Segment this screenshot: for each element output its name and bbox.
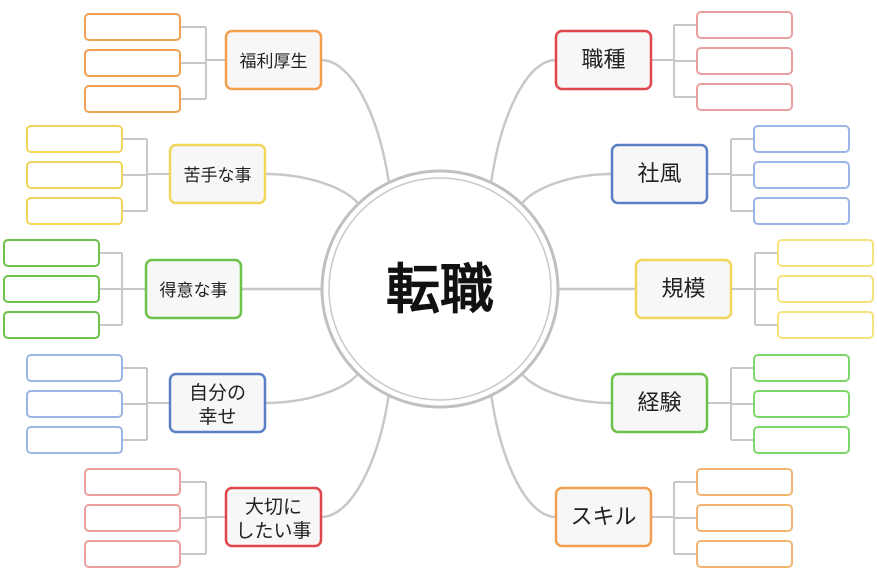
right-topic-box-5[interactable]: [554, 486, 653, 548]
right-leaf-box-5-2[interactable]: [696, 504, 793, 532]
right-leaf-box-1-1[interactable]: [696, 11, 793, 39]
left-topic-3[interactable]: 得意な事: [144, 258, 243, 320]
left-leaf-box-3-1[interactable]: [3, 239, 100, 267]
right-topic-1[interactable]: 職種: [554, 29, 653, 91]
right-leaf-box-1-3[interactable]: [696, 83, 793, 111]
left-connector-2: [264, 172, 360, 205]
left-topic-label-3-line-1: 得意な事: [160, 281, 228, 301]
left-topic-2[interactable]: 苦手な事: [168, 143, 267, 205]
right-topic-2[interactable]: 社風: [610, 143, 709, 205]
right-connector-4: [520, 373, 613, 405]
right-leaf-box-4-3[interactable]: [753, 426, 850, 454]
center-circle-inner: [328, 177, 552, 401]
right-connector-1: [489, 58, 557, 183]
left-topic-box-3[interactable]: [144, 258, 243, 320]
right-topic-label-1-line-1: 職種: [581, 48, 625, 73]
right-topic-5[interactable]: スキル: [554, 486, 653, 548]
left-leaf-box-3-2[interactable]: [3, 275, 100, 303]
center-circle-outer: [320, 169, 560, 409]
right-leaf-box-2-1[interactable]: [753, 125, 850, 153]
right-topic-label-4-line-1: 経験: [637, 391, 681, 416]
right-connector-5: [490, 395, 557, 519]
left-leaf-box-4-3[interactable]: [26, 426, 123, 454]
right-topic-label-3-line-1: 規模: [661, 277, 705, 302]
left-topic-1[interactable]: 福利厚生: [224, 29, 323, 91]
left-leaf-box-5-1[interactable]: [84, 468, 181, 496]
right-leaf-box-4-1[interactable]: [753, 354, 850, 382]
right-topic-box-4[interactable]: [610, 372, 709, 434]
right-leaf-box-2-3[interactable]: [753, 197, 850, 225]
right-leaf-box-5-1[interactable]: [696, 468, 793, 496]
left-topic-box-5[interactable]: [224, 486, 323, 548]
left-leaf-box-1-3[interactable]: [84, 85, 181, 113]
right-leaf-box-2-2[interactable]: [753, 161, 850, 189]
right-leaf-box-1-2[interactable]: [696, 47, 793, 75]
leaf-boxes: [3, 11, 874, 568]
left-leaf-box-2-2[interactable]: [26, 161, 123, 189]
left-leaf-box-4-2[interactable]: [26, 390, 123, 418]
right-leaf-box-3-2[interactable]: [777, 275, 874, 303]
left-leaf-box-3-3[interactable]: [3, 311, 100, 339]
left-topic-label-1-line-1: 福利厚生: [240, 52, 308, 72]
right-topic-label-5-line-1: スキル: [570, 505, 636, 530]
right-topic-3[interactable]: 規模: [634, 258, 733, 320]
left-topic-label-5-line-2: したい事: [235, 520, 311, 542]
left-leaf-box-1-1[interactable]: [84, 13, 181, 41]
left-topic-label-4-line-1: 自分の: [189, 382, 246, 404]
right-topic-box-3[interactable]: [634, 258, 733, 320]
right-topic-box-2[interactable]: [610, 143, 709, 205]
left-connector-4: [264, 373, 360, 405]
right-leaf-box-3-3[interactable]: [777, 311, 874, 339]
connectors: [99, 24, 778, 555]
left-topic-box-4[interactable]: [168, 372, 267, 434]
left-connector-1: [320, 58, 391, 183]
right-topic-4[interactable]: 経験: [610, 372, 709, 434]
left-topic-label-2-line-1: 苦手な事: [184, 166, 252, 186]
left-topic-box-1[interactable]: [224, 29, 323, 91]
right-connector-2: [520, 172, 613, 205]
right-topic-box-1[interactable]: [554, 29, 653, 91]
left-topic-box-2[interactable]: [168, 143, 267, 205]
right-leaf-box-3-1[interactable]: [777, 239, 874, 267]
left-leaf-box-2-1[interactable]: [26, 125, 123, 153]
left-leaf-box-5-2[interactable]: [84, 504, 181, 532]
left-leaf-box-2-3[interactable]: [26, 197, 123, 225]
left-leaf-box-4-1[interactable]: [26, 354, 123, 382]
right-topic-label-2-line-1: 社風: [637, 162, 681, 187]
left-topic-label-5-line-1: 大切に: [245, 496, 302, 518]
right-leaf-box-4-2[interactable]: [753, 390, 850, 418]
left-leaf-box-5-3[interactable]: [84, 540, 181, 568]
left-leaf-box-1-2[interactable]: [84, 49, 181, 77]
center-node: 転職: [320, 169, 560, 409]
center-label: 転職: [386, 258, 494, 321]
left-topic-label-4-line-2: 幸せ: [198, 406, 236, 428]
left-connector-5: [320, 395, 390, 519]
right-leaf-box-5-3[interactable]: [696, 540, 793, 568]
